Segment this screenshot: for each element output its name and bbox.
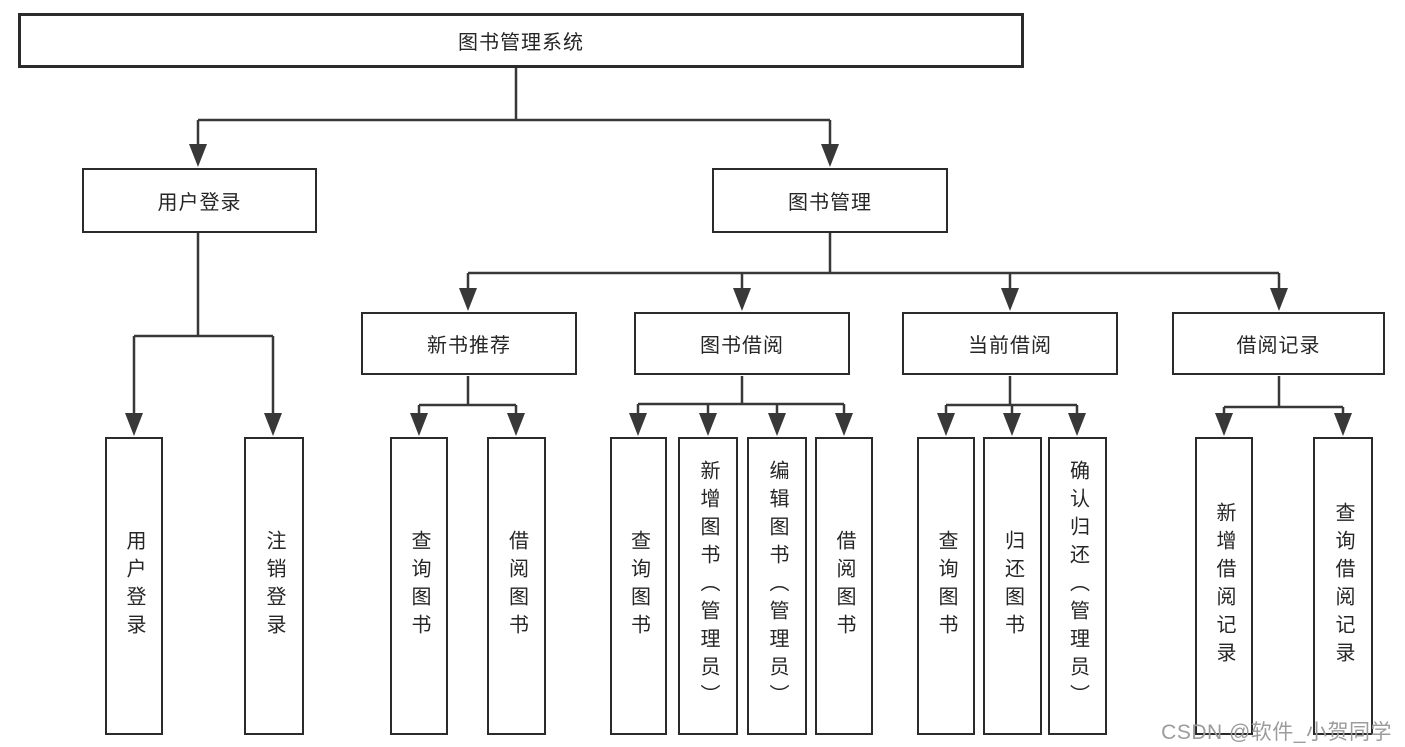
leaf-logout: 注销登录: [244, 437, 304, 735]
leaf-label: 确认归还（管理员）: [1066, 460, 1089, 712]
leaf-user-login: 用户登录: [105, 437, 163, 735]
node-library-management-system: 图书管理系统: [18, 13, 1024, 68]
node-label: 用户登录: [157, 192, 242, 214]
leaf-borrow-query-books: 查询图书: [610, 437, 667, 735]
node-label: 新书推荐: [427, 335, 511, 357]
node-book-borrowing: 图书借阅: [634, 312, 850, 375]
leaf-borrow-edit-books-admin: 编辑图书（管理员）: [747, 437, 807, 735]
csdn-watermark: CSDN @软件_小贺同学: [1161, 721, 1392, 744]
leaf-label: 借阅图书: [833, 530, 855, 642]
leaf-label: 新增借阅记录: [1213, 502, 1235, 670]
leaf-label: 注销登录: [263, 530, 285, 642]
node-user-login: 用户登录: [82, 168, 317, 233]
leaf-borrow-borrow-books: 借阅图书: [815, 437, 873, 735]
leaf-label: 编辑图书（管理员）: [766, 460, 788, 712]
node-label: 图书管理系统: [458, 32, 584, 54]
leaf-current-return-books: 归还图书: [983, 437, 1042, 735]
node-label: 借阅记录: [1236, 335, 1321, 357]
leaf-label: 查询借阅记录: [1332, 502, 1354, 670]
leaf-label: 归还图书: [1001, 530, 1024, 642]
leaf-recommend-query-books: 查询图书: [390, 437, 448, 735]
leaf-records-query-record: 查询借阅记录: [1313, 437, 1373, 735]
connector-root-to-level2: [189, 68, 839, 167]
leaf-label: 用户登录: [123, 530, 145, 642]
leaf-label: 查询图书: [627, 530, 650, 642]
leaf-label: 查询图书: [935, 530, 957, 642]
connector-borrow-children: [629, 376, 853, 436]
connector-book-management-children: [459, 233, 1288, 311]
connector-user-login-children: [125, 233, 282, 436]
connector-records-children: [1215, 376, 1352, 436]
node-borrowing-records: 借阅记录: [1172, 312, 1385, 375]
node-label: 图书借阅: [700, 335, 784, 357]
node-current-borrowing: 当前借阅: [902, 312, 1118, 375]
node-label: 图书管理: [788, 192, 872, 214]
node-new-book-recommend: 新书推荐: [361, 312, 577, 375]
leaf-records-add-record: 新增借阅记录: [1195, 437, 1253, 735]
leaf-borrow-add-books-admin: 新增图书（管理员）: [678, 437, 738, 735]
leaf-recommend-borrow-books: 借阅图书: [487, 437, 546, 735]
connector-current-children: [937, 376, 1086, 436]
connector-recommend-children: [410, 376, 525, 436]
leaf-current-query-books: 查询图书: [917, 437, 975, 735]
node-label: 当前借阅: [968, 335, 1052, 357]
leaf-label: 新增图书（管理员）: [697, 460, 719, 712]
leaf-current-confirm-return-admin: 确认归还（管理员）: [1048, 437, 1107, 735]
leaf-label: 查询图书: [408, 530, 430, 642]
node-book-management: 图书管理: [712, 168, 948, 233]
leaf-label: 借阅图书: [505, 530, 528, 642]
